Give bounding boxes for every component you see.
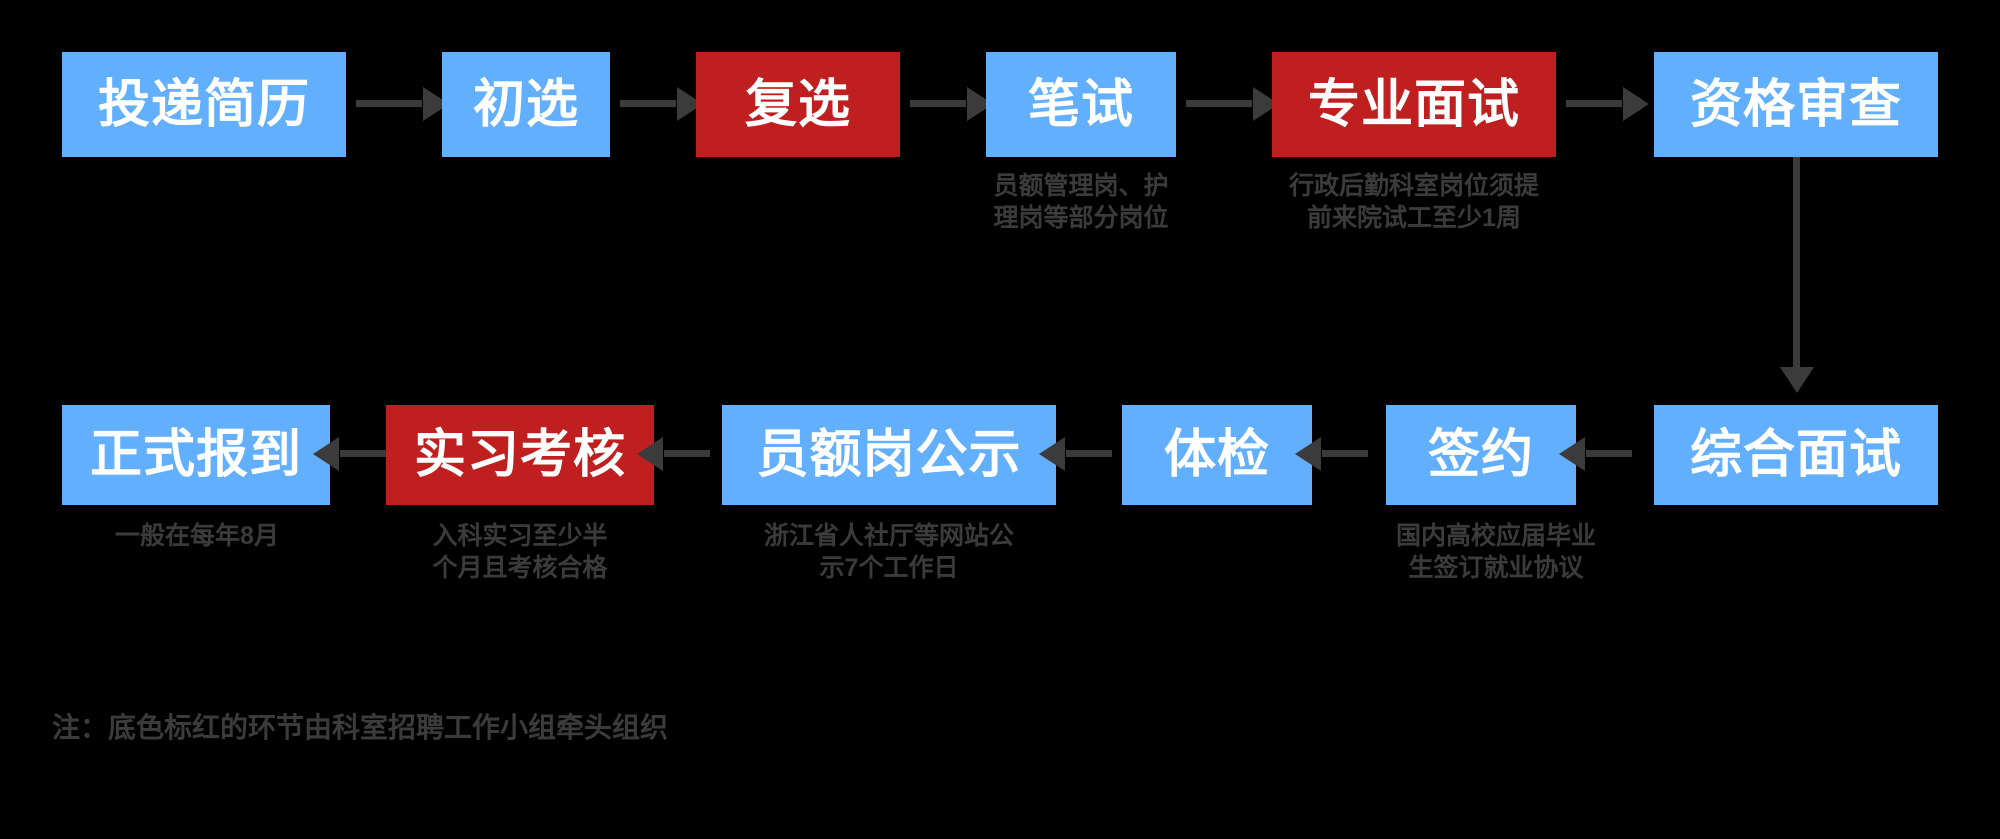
node-submit-resume[interactable]: 投递简历: [62, 52, 346, 157]
arrow-first-to-second: [620, 100, 676, 107]
arrow-comprehensive-to-signing: [1586, 450, 1632, 457]
caption-written-exam: 员额管理岗、护 理岗等部分岗位: [993, 172, 1169, 232]
node-formal-onboarding[interactable]: 正式报到: [62, 405, 330, 505]
arrow-signing-to-exam: [1322, 450, 1368, 457]
node-comprehensive-interview[interactable]: 综合面试: [1654, 405, 1938, 505]
arrow-publicity-to-internship: [664, 450, 710, 457]
footnote-legend: 注：底色标红的环节由科室招聘工作小组牵头组织: [52, 712, 669, 743]
node-written-exam[interactable]: 笔试: [986, 52, 1176, 157]
node-internship-appraisal[interactable]: 实习考核: [386, 405, 654, 505]
arrow-qualification-to-comprehensive: [1793, 157, 1800, 367]
node-physical-exam[interactable]: 体检: [1122, 405, 1312, 505]
node-first-screening[interactable]: 初选: [442, 52, 610, 157]
caption-professional-interview: 行政后勤科室岗位须提 前来院试工至少1周: [1288, 172, 1539, 232]
node-qualification-review[interactable]: 资格审查: [1654, 52, 1938, 157]
caption-formal-onboarding: 一般在每年8月: [115, 522, 279, 550]
arrow-written-to-professional: [1186, 100, 1252, 107]
caption-signing: 国内高校应届毕业 生签订就业协议: [1395, 522, 1596, 582]
arrow-submit-to-first: [356, 100, 422, 107]
node-quota-post-publicity[interactable]: 员额岗公示: [722, 405, 1056, 505]
node-professional-interview[interactable]: 专业面试: [1272, 52, 1556, 157]
arrow-professional-to-qualification: [1566, 100, 1622, 107]
arrow-second-to-written: [910, 100, 966, 107]
arrow-exam-to-publicity: [1066, 450, 1112, 457]
caption-quota-post-publicity: 浙江省人社厅等网站公 示7个工作日: [763, 522, 1014, 582]
node-signing[interactable]: 签约: [1386, 405, 1576, 505]
node-second-screening[interactable]: 复选: [696, 52, 900, 157]
caption-internship-appraisal: 入科实习至少半 个月且考核合格: [432, 522, 608, 582]
arrow-internship-to-onboarding: [340, 450, 386, 457]
